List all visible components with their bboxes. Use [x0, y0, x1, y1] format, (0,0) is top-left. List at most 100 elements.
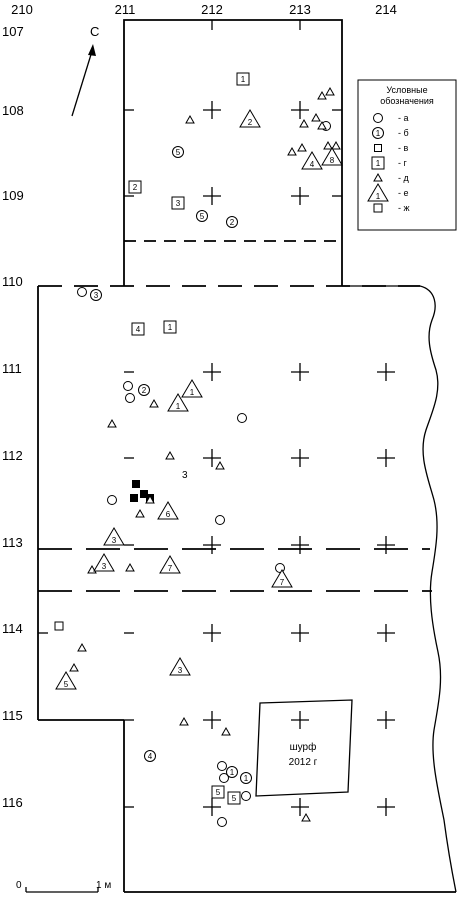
- row-label: 111: [2, 361, 22, 376]
- find-triangle: [221, 726, 231, 736]
- find-number: 8: [330, 156, 335, 165]
- find-number: 2: [142, 386, 147, 395]
- find-number: 1: [230, 768, 235, 777]
- scale-bar: 0 1 м: [16, 880, 111, 893]
- find-triangle: [373, 172, 383, 182]
- find-triangle-numbered: [103, 527, 125, 546]
- col-label: 210: [11, 2, 33, 17]
- find-square-numbered: [171, 196, 185, 210]
- find-number: 1: [376, 192, 381, 201]
- find-number: 1: [241, 75, 246, 84]
- row-labels: 107 108 109 110 111 112 113 114 115 116: [2, 24, 24, 810]
- find-number: 3: [176, 199, 181, 208]
- find-circle: [241, 791, 251, 801]
- find-number: 3: [178, 666, 183, 675]
- find-number: 4: [310, 160, 315, 169]
- find-number: 1: [244, 774, 249, 783]
- col-label: 214: [375, 2, 397, 17]
- find-circle: [373, 113, 383, 123]
- find-triangle: [77, 642, 87, 652]
- find-square-numbered: [236, 72, 250, 86]
- north-label: С: [90, 24, 99, 39]
- find-number: 2: [230, 218, 235, 227]
- find-triangle: [69, 662, 79, 672]
- find-number: 1: [376, 129, 381, 138]
- grid-crosses: [38, 20, 395, 816]
- find-number: 3: [112, 536, 117, 545]
- find-circle-numbered: [144, 750, 156, 762]
- find-number: 1: [168, 323, 173, 332]
- scale-end: 1 м: [96, 880, 111, 891]
- find-filled-square: [132, 480, 140, 488]
- find-circle: [215, 515, 225, 525]
- find-number: 3: [94, 291, 99, 300]
- find-circle: [125, 393, 135, 403]
- find-triangle: [301, 812, 311, 822]
- find-triangle: [323, 140, 333, 150]
- find-circle-numbered: [196, 210, 208, 222]
- legend-symbol: [374, 144, 382, 152]
- legend-items: - а1- б- в1- г- д1- е- ж: [367, 113, 410, 213]
- find-number: 3: [102, 562, 107, 571]
- find-number: 5: [200, 212, 205, 221]
- col-label: 213: [289, 2, 311, 17]
- find-number: 5: [216, 788, 221, 797]
- shurf-label-line2: 2012 г: [289, 757, 318, 768]
- find-square-numbered: [371, 156, 385, 170]
- find-triangle-numbered: [181, 379, 203, 398]
- find-triangle-numbered: [367, 183, 389, 202]
- stray-label: 3: [182, 470, 188, 481]
- north-arrow-shaft: [71, 47, 94, 117]
- find-triangle-numbered: [55, 671, 77, 690]
- find-circle: [77, 287, 87, 297]
- find-triangle: [311, 112, 321, 122]
- find-square-numbered: [227, 791, 241, 805]
- upper-section-outline: [123, 19, 343, 286]
- find-circle: [123, 381, 133, 391]
- row-label: 116: [2, 795, 23, 810]
- find-triangle: [145, 494, 155, 504]
- find-triangle-numbered: [157, 501, 179, 520]
- find-number: 7: [280, 578, 285, 587]
- legend-symbol: [373, 203, 383, 213]
- row-label: 114: [2, 621, 23, 636]
- find-triangle-numbered: [169, 657, 191, 676]
- find-triangle: [215, 460, 225, 470]
- find-square-numbered: [128, 180, 142, 194]
- find-triangle-numbered: [93, 553, 115, 572]
- find-circle-numbered: [226, 216, 238, 228]
- find-number: 7: [168, 564, 173, 573]
- find-square: [54, 621, 64, 631]
- col-label: 211: [115, 2, 136, 17]
- find-triangle: [165, 450, 175, 460]
- find-triangle: [135, 508, 145, 518]
- right-irregular-edge: [342, 285, 457, 893]
- find-number: 2: [133, 183, 138, 192]
- find-filled-square: [130, 494, 138, 502]
- find-circle: [219, 773, 229, 783]
- find-circle: [217, 761, 227, 771]
- find-number: 1: [376, 159, 381, 168]
- find-triangle: [331, 140, 341, 150]
- shurf: шурф 2012 г: [255, 699, 353, 797]
- find-square-numbered: [163, 320, 177, 334]
- find-number: 6: [166, 510, 171, 519]
- find-circle-numbered: [172, 146, 184, 158]
- row-label: 107: [2, 24, 24, 39]
- find-circle: [237, 413, 247, 423]
- row-label: 109: [2, 188, 24, 203]
- column-labels: 210 211 212 213 214: [11, 2, 397, 17]
- legend-key: - б: [398, 128, 409, 138]
- find-number: 4: [148, 752, 153, 761]
- north-arrow: С: [71, 24, 99, 117]
- legend-key: - г: [398, 158, 407, 168]
- legend-key: - е: [398, 188, 409, 198]
- find-triangle-numbered: [301, 151, 323, 170]
- find-circle-numbered: [138, 384, 150, 396]
- north-arrow-head: [88, 44, 96, 56]
- find-number: 5: [232, 794, 237, 803]
- find-filled-square: [140, 490, 148, 498]
- dashed-lines: [38, 240, 432, 592]
